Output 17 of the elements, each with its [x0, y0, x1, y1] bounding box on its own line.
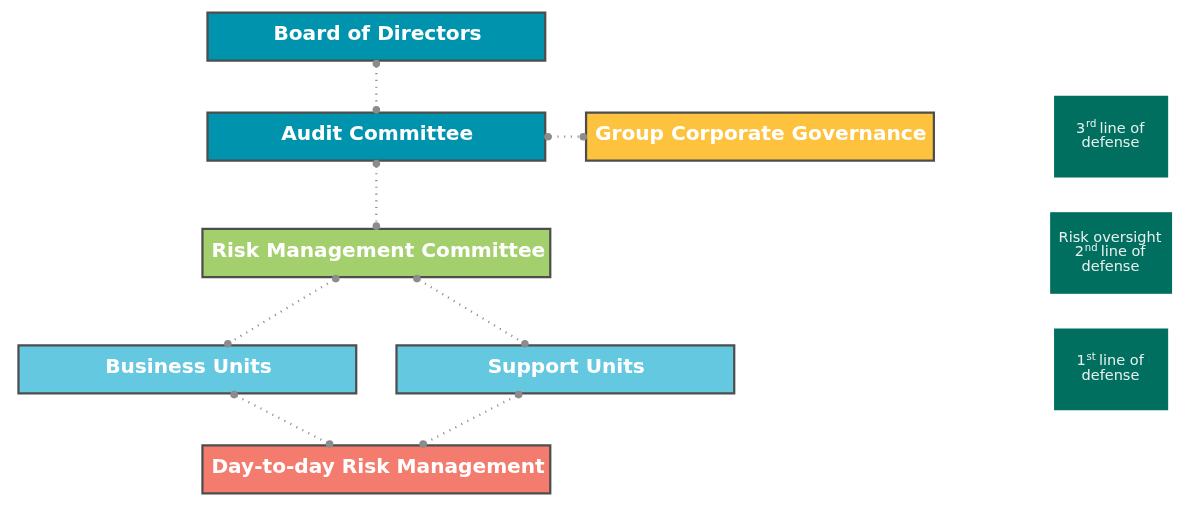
connector [372, 159, 380, 230]
node-box: Board of Directors [205, 11, 546, 62]
node-box: Day-to-day Risk Management [200, 444, 551, 495]
node-box: Group Corporate Governance [584, 111, 935, 162]
connector [412, 274, 529, 348]
connector [418, 390, 522, 448]
connector [372, 59, 380, 114]
node-box: Business Units [16, 344, 357, 395]
node-box: Risk Management Committee [200, 227, 551, 279]
node-box: Support Units [394, 344, 735, 395]
connector [223, 274, 340, 348]
node-box: 1$^{st}$ line of defense [1053, 328, 1168, 411]
connector [229, 390, 333, 448]
connector [543, 132, 587, 141]
node-box: Risk oversight 2$^{nd}$ line of defense [1049, 212, 1172, 294]
node-box: 3$^{rd}$ line of defense [1053, 95, 1168, 178]
node-box: Audit Committee [205, 111, 546, 162]
